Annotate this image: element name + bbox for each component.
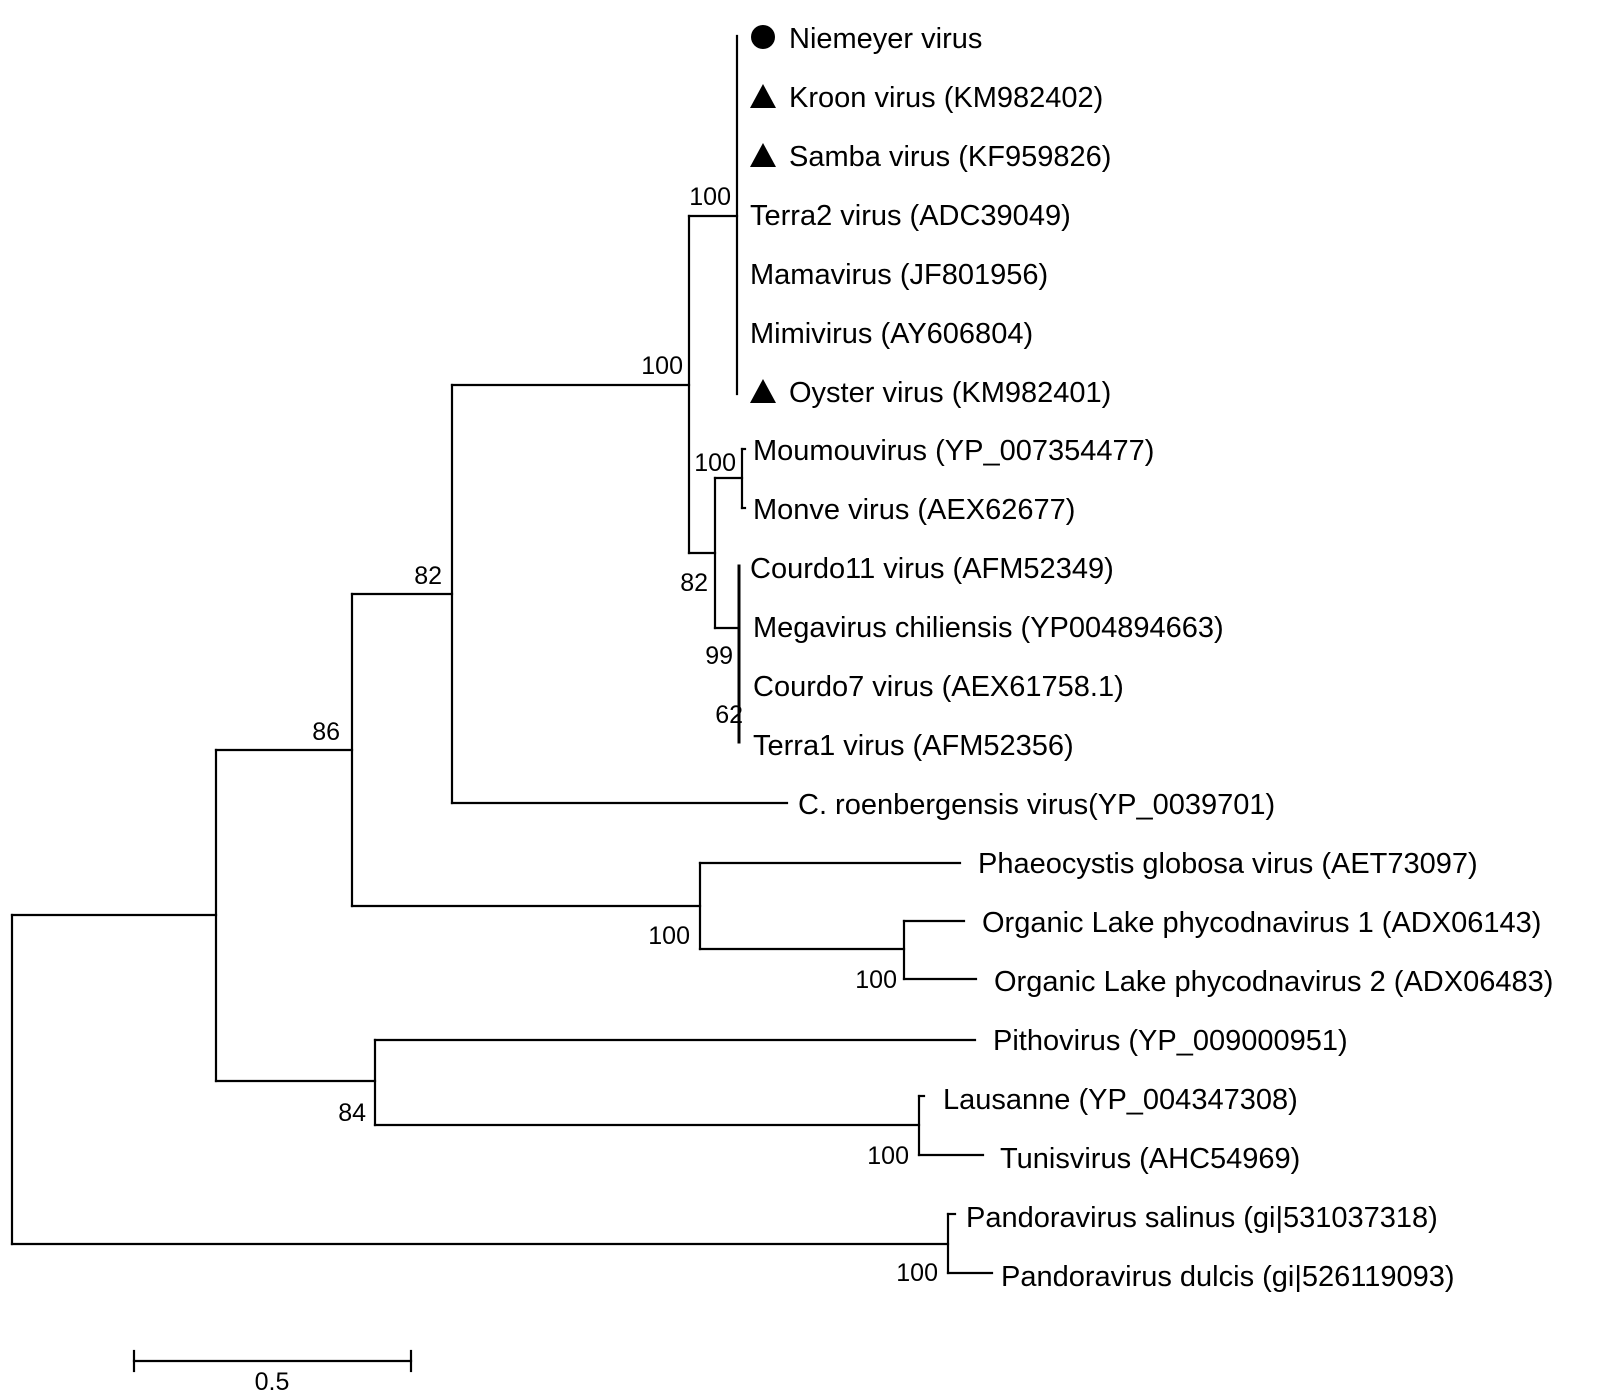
support-value: 99 xyxy=(705,642,733,670)
scale-bar: 0.5 xyxy=(132,1349,413,1391)
tree-branches xyxy=(10,34,994,1275)
leaf-label: Niemeyer virus xyxy=(789,23,982,55)
leaf-label: Moumouvirus (YP_007354477) xyxy=(753,435,1154,467)
leaf-markers xyxy=(750,25,776,403)
support-value: 82 xyxy=(414,562,442,590)
leaf-label: Pandoravirus salinus (gi|531037318) xyxy=(966,1202,1438,1234)
scale-bar-label: 0.5 xyxy=(255,1368,290,1391)
leaf-label: Monve virus (AEX62677) xyxy=(753,494,1075,526)
support-value: 100 xyxy=(694,449,736,477)
leaf-label: Oyster virus (KM982401) xyxy=(789,377,1111,409)
leaf-label: Megavirus chiliensis (YP004894663) xyxy=(753,612,1224,644)
leaf-label: Organic Lake phycodnavirus 1 (ADX06143) xyxy=(982,907,1541,939)
support-values: 100 100 100 82 99 62 82 100 100 100 84 1… xyxy=(312,183,938,1287)
leaf-label: Mimivirus (AY606804) xyxy=(750,318,1033,350)
leaf-label: Samba virus (KF959826) xyxy=(789,141,1111,173)
leaf-label: Phaeocystis globosa virus (AET73097) xyxy=(978,848,1478,880)
leaf-label: Kroon virus (KM982402) xyxy=(789,82,1103,114)
support-value: 100 xyxy=(689,183,731,211)
support-value: 100 xyxy=(648,922,690,950)
circle-icon xyxy=(751,25,775,49)
support-value: 84 xyxy=(338,1099,366,1127)
leaf-label: C. roenbergensis virus(YP_0039701) xyxy=(798,789,1275,821)
leaf-label: Terra2 virus (ADC39049) xyxy=(750,200,1071,232)
leaf-label: Mamavirus (JF801956) xyxy=(750,259,1048,291)
leaf-label: Lausanne (YP_004347308) xyxy=(943,1084,1298,1116)
leaf-label: Courdo11 virus (AFM52349) xyxy=(750,553,1114,585)
triangle-icon xyxy=(750,143,776,167)
support-value: 100 xyxy=(896,1259,938,1287)
leaf-label: Terra1 virus (AFM52356) xyxy=(753,730,1074,762)
support-value: 100 xyxy=(641,352,683,380)
support-value: 62 xyxy=(715,701,743,729)
leaf-labels: Niemeyer virus Kroon virus (KM982402) Sa… xyxy=(750,23,1553,1293)
leaf-label: Pandoravirus dulcis (gi|526119093) xyxy=(1001,1261,1455,1293)
leaf-label: Tunisvirus (AHC54969) xyxy=(1000,1143,1300,1175)
leaf-label: Courdo7 virus (AEX61758.1) xyxy=(753,671,1124,703)
support-value: 86 xyxy=(312,718,340,746)
leaf-label: Pithovirus (YP_009000951) xyxy=(993,1025,1348,1057)
support-value: 100 xyxy=(867,1142,909,1170)
support-value: 100 xyxy=(855,966,897,994)
support-value: 82 xyxy=(680,569,708,597)
triangle-icon xyxy=(750,84,776,108)
leaf-label: Organic Lake phycodnavirus 2 (ADX06483) xyxy=(994,966,1553,998)
triangle-icon xyxy=(750,379,776,403)
